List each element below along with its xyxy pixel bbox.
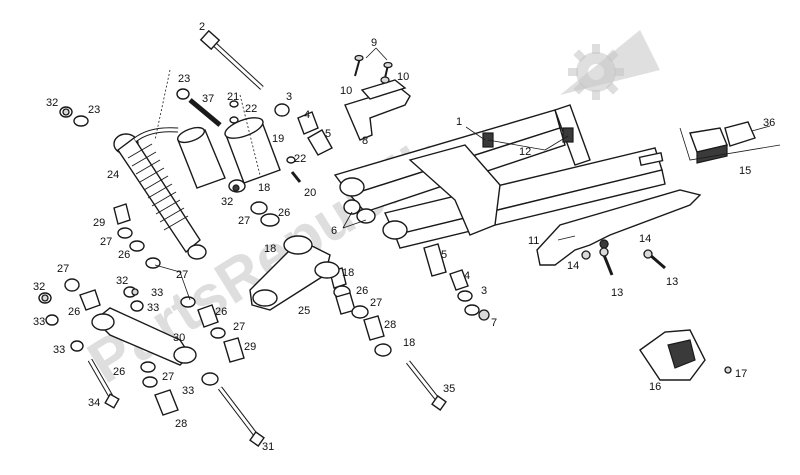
callout-21: 21 (227, 91, 239, 103)
callout-7: 7 (491, 317, 497, 329)
callout-26: 26 (113, 366, 125, 378)
callout-8: 8 (362, 135, 368, 147)
callout-11: 11 (528, 235, 539, 247)
callout-29: 29 (244, 341, 256, 353)
callout-26: 26 (356, 285, 368, 297)
callout-25: 25 (298, 305, 310, 317)
callout-33: 33 (182, 385, 194, 397)
callout-13: 13 (666, 276, 678, 288)
callout-22: 22 (245, 103, 257, 115)
callout-18: 18 (258, 182, 270, 194)
callout-2: 2 (199, 21, 205, 33)
callout-1: 1 (456, 116, 462, 128)
callout-4: 4 (464, 270, 470, 282)
callout-27: 27 (57, 263, 69, 275)
callout-32: 32 (221, 196, 233, 208)
mount-block (679, 121, 781, 164)
callout-27: 27 (162, 371, 174, 383)
callout-labels: 2 9 10 10 1 8 12 36 15 23 37 21 22 3 4 5… (33, 21, 775, 453)
long-bolt (87, 358, 447, 447)
callout-32: 32 (116, 275, 128, 287)
callout-26: 26 (215, 306, 227, 318)
callout-23: 23 (88, 104, 100, 116)
callout-27: 27 (100, 236, 112, 248)
callout-26: 26 (278, 207, 290, 219)
callout-18: 18 (403, 337, 415, 349)
chain-tensioner (639, 329, 706, 381)
callout-36: 36 (763, 117, 775, 129)
callout-23: 23 (178, 73, 190, 85)
callout-14: 14 (639, 233, 651, 245)
chain-slider (344, 79, 411, 141)
callout-29: 29 (93, 217, 105, 229)
callout-16: 16 (649, 381, 661, 393)
callout-33: 33 (151, 287, 163, 299)
callout-3: 3 (481, 285, 487, 297)
callout-6: 6 (331, 225, 337, 237)
callout-31: 31 (262, 441, 274, 453)
callout-10: 10 (397, 71, 409, 83)
callout-33: 33 (147, 302, 159, 314)
callout-27: 27 (238, 215, 250, 227)
callout-34: 34 (88, 397, 100, 409)
leader-lines (154, 47, 576, 301)
callout-20: 20 (304, 187, 316, 199)
callout-17: 17 (735, 368, 747, 380)
callout-32: 32 (46, 97, 58, 109)
callout-14: 14 (567, 260, 579, 272)
callout-26: 26 (68, 306, 80, 318)
callout-27: 27 (176, 269, 188, 281)
screw (354, 54, 393, 84)
callout-22: 22 (294, 153, 306, 165)
callout-27: 27 (370, 297, 382, 309)
callout-30: 30 (173, 332, 185, 344)
callout-12: 12 (519, 146, 531, 158)
washer (59, 88, 333, 183)
connecting-rod (91, 307, 197, 366)
callout-19: 19 (272, 133, 284, 145)
nut (41, 108, 490, 321)
callout-5: 5 (325, 128, 331, 140)
callout-37: 37 (202, 93, 214, 105)
callout-27: 27 (233, 321, 245, 333)
chain-guard (536, 189, 702, 266)
callout-33: 33 (33, 316, 45, 328)
callout-18: 18 (342, 267, 354, 279)
pivot-bolt (199, 29, 264, 90)
callout-10: 10 (340, 85, 352, 97)
reservoir-clamp (224, 117, 281, 184)
callout-33: 33 (53, 344, 65, 356)
shock-absorber (113, 126, 226, 260)
callout-28: 28 (384, 319, 396, 331)
callout-18: 18 (264, 243, 276, 255)
bolt (581, 247, 732, 374)
callout-3: 3 (286, 91, 292, 103)
callout-32: 32 (33, 281, 45, 293)
callout-13: 13 (611, 287, 623, 299)
callout-28: 28 (175, 418, 187, 430)
callout-26: 26 (118, 249, 130, 261)
callout-24: 24 (107, 169, 119, 181)
swingarm (333, 104, 666, 249)
rocker-linkage (249, 235, 340, 311)
callout-9: 9 (371, 37, 377, 49)
callout-5: 5 (441, 249, 447, 261)
callout-15: 15 (739, 165, 751, 177)
callout-35: 35 (443, 383, 455, 395)
callout-4: 4 (304, 109, 310, 121)
